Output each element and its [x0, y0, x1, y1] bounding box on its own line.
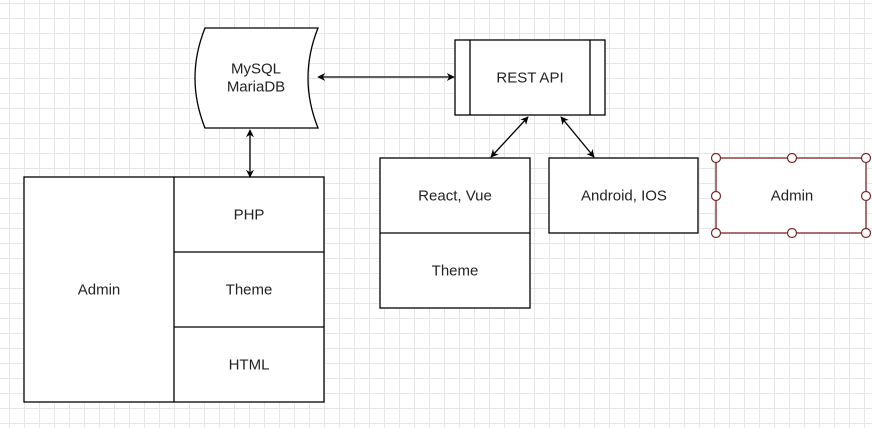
resize-handle-left[interactable]: [710, 190, 722, 202]
database-node[interactable]: MySQL MariaDB: [194, 27, 319, 129]
rest-api-node[interactable]: REST API: [454, 39, 606, 116]
resize-handle-top[interactable]: [786, 152, 798, 164]
frontend-layer-framework: React, Vue: [418, 188, 492, 205]
database-label-line1: MySQL: [231, 61, 281, 78]
admin-layer-php: PHP: [234, 207, 265, 224]
resize-handle-top-right[interactable]: [860, 152, 872, 164]
rest-api-label: REST API: [496, 70, 563, 87]
frontend-stack[interactable]: React, Vue Theme: [379, 157, 531, 309]
frontend-layer-theme: Theme: [432, 263, 479, 280]
admin-selected-label: Admin: [771, 188, 814, 205]
mobile-label: Android, IOS: [581, 188, 667, 205]
admin-selected-node[interactable]: Admin: [710, 152, 872, 239]
resize-handle-bottom[interactable]: [786, 227, 798, 239]
resize-handle-bottom-left[interactable]: [710, 227, 722, 239]
api-mobile-connector[interactable]: [560, 116, 595, 158]
admin-layer-theme: Theme: [226, 282, 273, 299]
admin-layer-html: HTML: [229, 357, 270, 374]
resize-handle-bottom-right[interactable]: [860, 227, 872, 239]
api-frontend-connector[interactable]: [490, 116, 529, 158]
resize-handle-top-left[interactable]: [710, 152, 722, 164]
admin-stack-label: Admin: [78, 282, 121, 299]
database-label-line2: MariaDB: [227, 79, 285, 96]
resize-handle-right[interactable]: [860, 190, 872, 202]
admin-stack[interactable]: Admin PHP Theme HTML: [23, 176, 325, 403]
mobile-node[interactable]: Android, IOS: [548, 157, 699, 234]
